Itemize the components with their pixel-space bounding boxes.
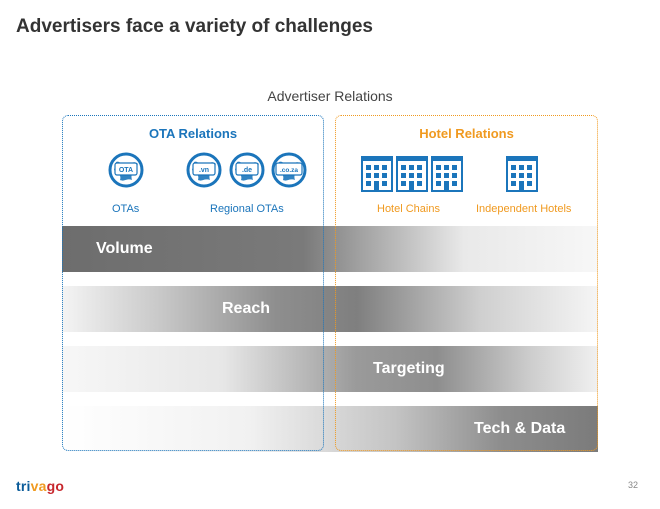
logo-part: tri <box>16 478 31 494</box>
hotel-building-icon <box>431 156 463 192</box>
globe-text: OTA <box>119 167 133 174</box>
logo-part: va <box>30 478 47 494</box>
globe-icon: .vn <box>186 152 222 188</box>
logo-part: go <box>46 478 65 494</box>
globe-text: .co.za <box>280 167 298 174</box>
band-reach: Reach <box>62 286 598 332</box>
band-targeting: Targeting <box>62 346 598 392</box>
regional-ota-label: Regional OTAs <box>210 203 284 215</box>
hotel-building-icon <box>396 156 428 192</box>
page-number: 32 <box>627 480 638 490</box>
ota-label: OTAs <box>112 203 140 215</box>
trivago-logo: trivago <box>16 478 64 494</box>
independent-hotel-icon <box>506 156 538 192</box>
globe-icon: .de <box>229 152 265 188</box>
globe-icon: .co.za <box>271 152 307 188</box>
page-title: Advertisers face a variety of challenges <box>16 16 373 37</box>
band-volume: Volume <box>62 226 598 272</box>
band-tech-data: Tech & Data <box>62 406 598 452</box>
globe-icon: OTA <box>108 152 144 188</box>
subtitle: Advertiser Relations <box>267 88 393 104</box>
hotel-building-icon <box>361 156 393 192</box>
hotel-relations-heading: Hotel Relations <box>419 126 514 141</box>
band-label: Volume <box>96 240 153 257</box>
ota-relations-heading: OTA Relations <box>148 126 238 141</box>
independent-hotels-label: Independent Hotels <box>476 203 572 215</box>
globe-text: .de <box>242 167 252 174</box>
band-label: Reach <box>222 300 271 317</box>
ota-relations-box <box>62 115 324 451</box>
hotel-chains-label: Hotel Chains <box>377 203 440 215</box>
hotel-relations-box <box>335 115 598 451</box>
band-label: Targeting <box>373 360 445 377</box>
globe-text: .vn <box>199 167 209 174</box>
band-label: Tech & Data <box>474 420 566 437</box>
